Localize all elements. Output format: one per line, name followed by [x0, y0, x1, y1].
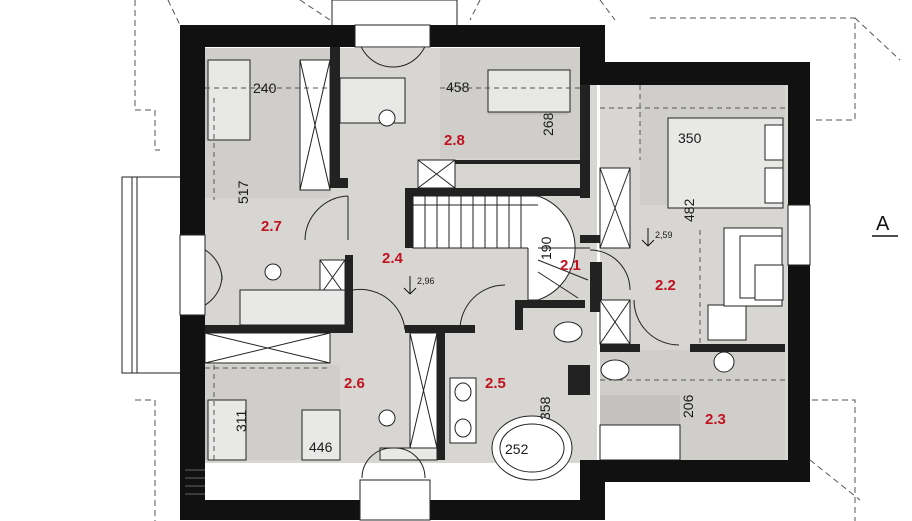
watermark-icon [185, 469, 205, 495]
level-label-b: 2,59 [655, 230, 673, 240]
dimension-240: 240 [253, 80, 277, 96]
dimension-458: 458 [446, 79, 470, 95]
level-labels: 2,96 2,59 [417, 230, 673, 286]
dimension-268: 268 [540, 112, 556, 136]
room-labels: 2.8 2.7 2.4 2.1 2.2 2.6 2.5 2.3 [261, 132, 726, 428]
bathroom-fixtures [449, 227, 784, 481]
dimension-311: 311 [233, 409, 249, 432]
dimension-206: 206 [680, 394, 696, 418]
windows [179, 24, 811, 521]
level-markers [403, 228, 655, 295]
section-marker: A [872, 213, 898, 237]
partitions [200, 40, 785, 460]
room-label-2-4: 2.4 [382, 250, 404, 267]
room-label-2-6: 2.6 [344, 375, 365, 392]
dimension-252: 252 [505, 441, 529, 457]
room-label-2-1: 2.1 [560, 257, 581, 274]
dimension-358: 358 [537, 396, 553, 420]
window-bay-top [331, 0, 458, 29]
room-label-2-7: 2.7 [261, 218, 282, 235]
room-label-2-3: 2.3 [705, 411, 726, 428]
dimension-labels: 240 458 268 517 350 482 190 311 446 358 … [233, 79, 702, 457]
dimension-517: 517 [235, 180, 251, 204]
balcony [121, 176, 185, 374]
dimension-446: 446 [309, 439, 333, 455]
doors [186, 31, 680, 479]
room-label-2-8: 2.8 [444, 132, 465, 149]
dimension-482: 482 [681, 198, 697, 222]
dashed-lines [205, 85, 788, 460]
dimension-350: 350 [678, 130, 702, 146]
staircase [412, 195, 590, 301]
room-label-2-2: 2.2 [655, 277, 676, 294]
section-label: A [876, 213, 890, 235]
level-label-a: 2,96 [417, 276, 435, 286]
roof-outline [134, 0, 901, 521]
wardrobes [204, 59, 631, 449]
dimension-190: 190 [538, 236, 554, 260]
room-label-2-5: 2.5 [485, 375, 506, 392]
